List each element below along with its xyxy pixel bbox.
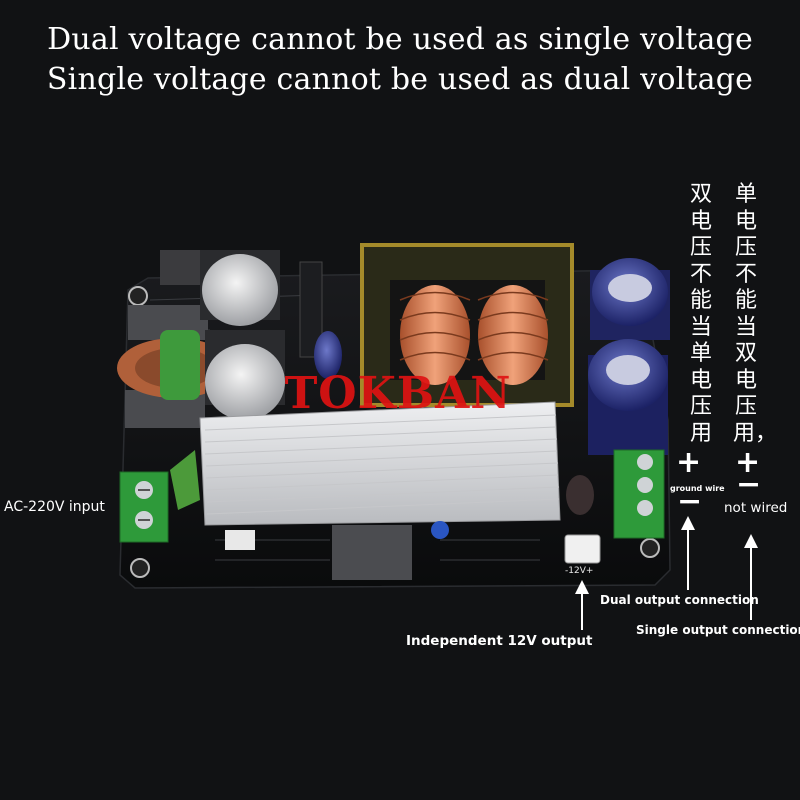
ac-input-terminal [119,471,169,543]
driver-daughterboard [299,261,323,358]
headline-dual-warning: Dual voltage cannot be used as single vo… [47,22,753,57]
dual-output-arrow [681,516,695,590]
chinese-note-single: 单电压不能当双电压用， [733,182,778,446]
blue-ceramic-cap [431,521,449,539]
12v-connector [564,534,601,564]
dual-plus-symbol: + [676,445,702,480]
12v-output-arrow [575,580,589,630]
small-blue-capacitor [314,331,342,379]
not-wired-label: not wired [724,500,788,516]
single-plus-symbol: + [735,445,761,480]
varistor [170,450,200,510]
dual-output-label: Dual output connection [600,593,759,607]
ground-wire-label: ground wire [670,484,725,493]
single-output-arrow [744,534,758,620]
single-output-label: Single output connection [636,623,800,637]
transformer [360,243,574,407]
dual-minus-symbol: − [677,484,703,519]
headline-single-warning: Single voltage cannot be used as dual vo… [46,62,754,97]
independent-12v-label: Independent 12V output [406,633,593,649]
toroid-inductor [117,330,233,400]
chinese-note-dual: 双电压不能当单电压用 [689,182,712,446]
tokban-watermark: TOKBAN [284,368,512,419]
white-component [225,530,255,550]
single-minus-symbol: − [736,467,762,502]
ac-input-label: AC-220V input [4,499,105,515]
electrolytic-capacitors-left [200,250,285,420]
output-capacitors [588,258,670,455]
common-mode-choke [332,525,412,580]
12v-silkscreen: -12V+ [565,566,594,576]
small-capacitor [566,475,594,515]
heatsink [199,401,561,526]
dc-output-terminal [613,449,665,539]
